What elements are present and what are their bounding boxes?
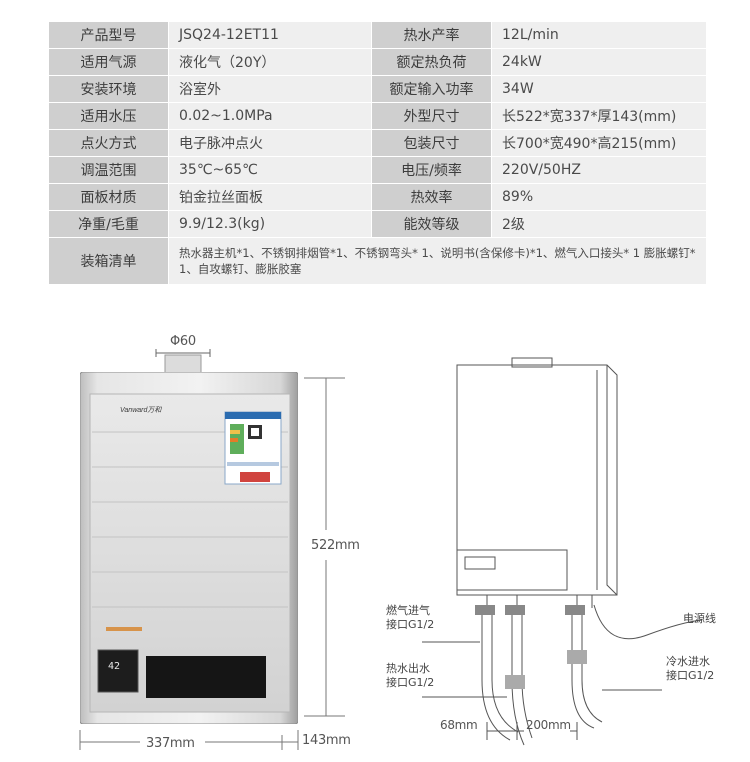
hot-water-outlet-label: 热水出水 接口G1/2 xyxy=(386,662,435,689)
spec-key: 额定输入功率 xyxy=(371,75,492,103)
brand-logo: Vanward万和 xyxy=(120,406,162,414)
spec-value: 12L/min xyxy=(491,21,707,49)
packing-list-key: 装箱清单 xyxy=(48,237,169,285)
power-cord-label: 电源线 xyxy=(683,612,716,625)
spec-key: 面板材质 xyxy=(48,183,169,211)
spec-value: 0.02~1.0MPa xyxy=(168,102,372,130)
spec-value: 长700*宽490*高215(mm) xyxy=(491,129,707,157)
spec-key: 外型尺寸 xyxy=(371,102,492,130)
spec-value: 24kW xyxy=(491,48,707,76)
spec-value: 9.9/12.3(kg) xyxy=(168,210,372,238)
spec-value: 长522*宽337*厚143(mm) xyxy=(491,102,707,130)
spec-value: 铂金拉丝面板 xyxy=(168,183,372,211)
spec-key: 安装环境 xyxy=(48,75,169,103)
spec-key: 适用水压 xyxy=(48,102,169,130)
spec-key: 调温范围 xyxy=(48,156,169,184)
spec-key: 电压/频率 xyxy=(371,156,492,184)
spec-value: 液化气（20Y） xyxy=(168,48,372,76)
spec-key: 热效率 xyxy=(371,183,492,211)
spec-value: 电子脉冲点火 xyxy=(168,129,372,157)
packing-list-row: 装箱清单热水器主机*1、不锈钢排烟管*1、不锈钢弯头* 1、说明书(含保修卡)*… xyxy=(48,237,707,285)
display-digits: 42 xyxy=(108,661,120,672)
water-heater-front-image: Vanward万和 42 xyxy=(80,372,298,724)
spec-row: 点火方式电子脉冲点火包装尺寸长700*宽490*高215(mm) xyxy=(48,129,707,157)
packing-list-value: 热水器主机*1、不锈钢排烟管*1、不锈钢弯头* 1、说明书(含保修卡)*1、燃气… xyxy=(168,237,707,285)
gas-inlet-label: 燃气进气 接口G1/2 xyxy=(386,604,435,631)
spec-key: 适用气源 xyxy=(48,48,169,76)
spec-key: 包装尺寸 xyxy=(371,129,492,157)
spec-value: 2级 xyxy=(491,210,707,238)
spec-key: 产品型号 xyxy=(48,21,169,49)
flue-diameter-label: Φ60 xyxy=(170,334,196,349)
installation-line-drawing xyxy=(422,357,703,746)
spec-key: 额定热负荷 xyxy=(371,48,492,76)
depth-dimension-label: 143mm xyxy=(302,733,351,748)
width-dimension-label: 337mm xyxy=(146,736,195,751)
right-spacing-label: 200mm xyxy=(526,718,571,732)
spec-value: 220V/50HZ xyxy=(491,156,707,184)
spec-value: 浴室外 xyxy=(168,75,372,103)
cold-water-inlet-label: 冷水进水 接口G1/2 xyxy=(666,655,715,682)
spec-value: 35℃~65℃ xyxy=(168,156,372,184)
left-spacing-label: 68mm xyxy=(440,718,478,732)
height-dimension-label: 522mm xyxy=(311,538,360,553)
spec-key: 能效等级 xyxy=(371,210,492,238)
